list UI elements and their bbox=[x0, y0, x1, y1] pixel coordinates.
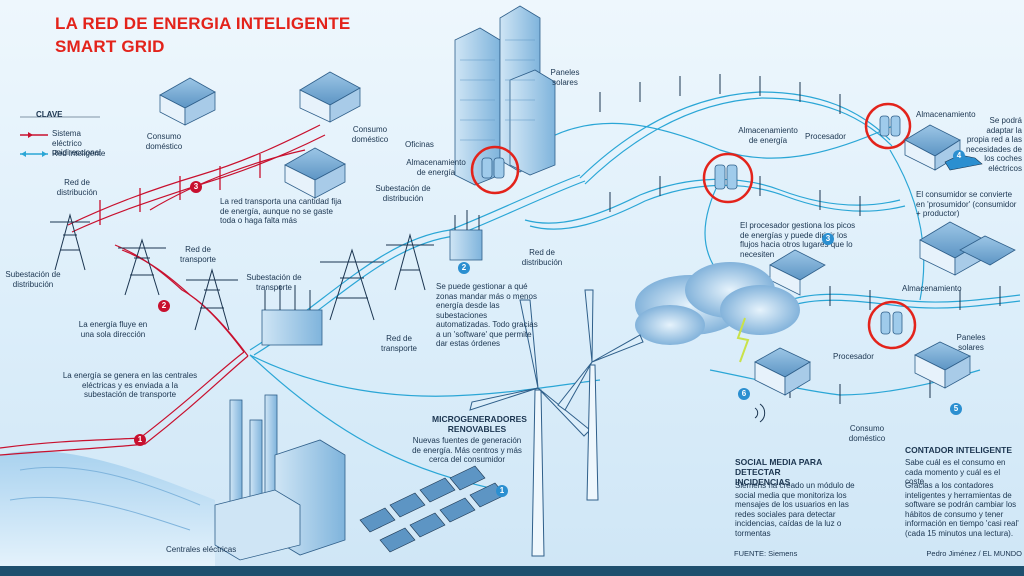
marker-blue-4: 4 bbox=[953, 150, 965, 162]
heading-contador-inteligente: CONTADOR INTELIGENTE bbox=[905, 445, 1013, 455]
label-almacenamiento-1: Almacenamiento bbox=[916, 110, 976, 119]
label-centrales: Centrales eléctricas bbox=[166, 545, 237, 554]
legend-red-line bbox=[20, 132, 48, 138]
red-poles bbox=[99, 154, 261, 225]
label-procesador-2: Procesador bbox=[833, 352, 874, 361]
marker-blue-6: 6 bbox=[738, 388, 750, 400]
label-contador-text-1: Sabe cuál es el consumo en cada momento … bbox=[905, 458, 1006, 486]
legend-blue-line bbox=[20, 151, 48, 157]
office-buildings bbox=[454, 5, 556, 186]
label-social-text: Siemens ha creado un módulo de social me… bbox=[735, 481, 855, 538]
label-energia-fluye: La energía fluye en una sola dirección bbox=[78, 320, 148, 339]
label-subestacion-transporte: Subestación de transporte bbox=[246, 273, 302, 292]
title-line-2: SMART GRID bbox=[55, 37, 165, 56]
marker-blue-1: 1 bbox=[496, 485, 508, 497]
solar-panel-field bbox=[359, 465, 506, 553]
substation-transport bbox=[261, 285, 323, 346]
label-contador-text-2: Gracias a los contadores inteligentes y … bbox=[905, 481, 1019, 538]
label-consumo-domestico-3: Consumo doméstico bbox=[848, 424, 886, 443]
blue-poles bbox=[599, 74, 1001, 404]
marker-blue-2: 2 bbox=[458, 262, 470, 274]
transmission-towers bbox=[50, 213, 434, 331]
signal-icon bbox=[754, 403, 766, 423]
label-coches-text: Se podrá adaptar la propia red a las nec… bbox=[965, 116, 1022, 173]
label-subestacion-distribucion-2: Subestación de distribución bbox=[375, 184, 431, 203]
marker-blue-5: 5 bbox=[950, 403, 962, 415]
label-procesador-1: Procesador bbox=[805, 132, 846, 141]
power-plant bbox=[214, 394, 346, 561]
highlight-circles bbox=[470, 102, 917, 350]
label-red-distribucion-1: Red de distribución bbox=[56, 178, 98, 197]
label-subestacion-distribucion-1: Subestación de distribución bbox=[5, 270, 61, 289]
legend-label-red: Sistema eléctrico unidireccional bbox=[52, 129, 101, 157]
label-prosumidor-text: El consumidor se convierte en 'prosumido… bbox=[916, 190, 1017, 218]
label-almacenamiento-energia-1: Almacenamiento de energía bbox=[406, 158, 466, 177]
marker-red-3: 3 bbox=[190, 181, 202, 193]
bottom-bar bbox=[0, 566, 1024, 576]
label-red-transporte-1: Red de transporte bbox=[179, 245, 217, 264]
label-red-transporte-2: Red de transporte bbox=[380, 334, 418, 353]
marker-red-2: 2 bbox=[158, 300, 170, 312]
label-procesador-text: El procesador gestiona los picos de ener… bbox=[740, 221, 856, 259]
label-step3-text: La red transporta una cantidad fija de e… bbox=[220, 197, 342, 225]
marker-red-1: 1 bbox=[134, 434, 146, 446]
label-credit: Pedro Jiménez / EL MUNDO bbox=[926, 549, 1022, 558]
label-energia-genera: La energía se genera en las centrales el… bbox=[62, 371, 198, 399]
legend-label-blue: Red inteligente bbox=[52, 149, 106, 158]
label-almacenamiento-2: Almacenamiento bbox=[902, 284, 962, 293]
legend-heading: CLAVE bbox=[36, 110, 63, 119]
label-paneles-solares-1: Paneles solares bbox=[550, 68, 580, 87]
label-software-text: Se puede gestionar a qué zonas mandar má… bbox=[436, 282, 538, 348]
houses-right bbox=[754, 124, 1016, 396]
wind-turbines bbox=[469, 289, 644, 557]
label-consumo-domestico-2: Consumo doméstico bbox=[351, 125, 389, 144]
substation-distribution bbox=[449, 210, 483, 261]
label-microgeneradores-text: Nuevas fuentes de generación de energía.… bbox=[412, 436, 522, 464]
storage-units bbox=[481, 115, 903, 335]
label-consumo-domestico-1: Consumo doméstico bbox=[145, 132, 183, 151]
title-line-1: LA RED DE ENERGIA INTELIGENTE bbox=[55, 14, 351, 33]
label-fuente: FUENTE: Siemens bbox=[734, 549, 798, 558]
label-almacenamiento-energia-2: Almacenamiento de energía bbox=[738, 126, 798, 145]
houses-top-left bbox=[159, 71, 361, 199]
heading-microgeneradores: MICROGENERADORES RENOVABLES bbox=[432, 414, 527, 434]
label-oficinas: Oficinas bbox=[405, 140, 434, 149]
storm-cloud bbox=[635, 262, 800, 363]
label-red-distribucion-2: Red de distribución bbox=[521, 248, 563, 267]
river bbox=[0, 451, 215, 576]
marker-blue-3: 3 bbox=[822, 233, 834, 245]
label-paneles-solares-2: Paneles solares bbox=[956, 333, 986, 352]
heading-social-media: SOCIAL MEDIA PARA DETECTAR INCIDENCIAS bbox=[735, 457, 822, 487]
